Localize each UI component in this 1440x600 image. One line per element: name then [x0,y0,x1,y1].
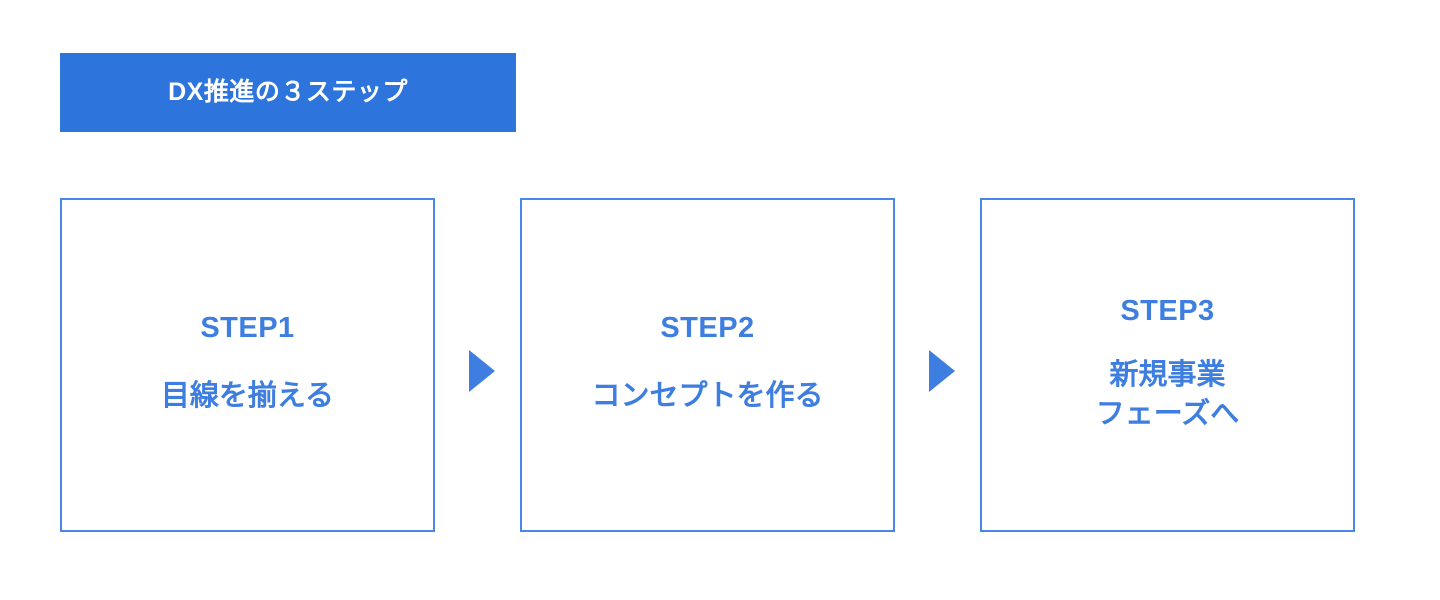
steps-diagram: STEP1 目線を揃える STEP2 コンセプトを作る STEP3 新規事業 フ… [60,198,1356,532]
step-label-2: STEP2 [660,312,755,345]
triangle-right-icon [929,350,955,392]
step-card-2: STEP2 コンセプトを作る [520,198,895,532]
step-card-3: STEP3 新規事業 フェーズへ [980,198,1355,532]
triangle-right-icon [469,350,495,392]
header-banner: DX推進の３ステップ [60,53,516,132]
step-description-1: 目線を揃える [160,380,335,413]
step-description-3: 新規事業 フェーズへ [1095,359,1240,430]
banner-title: DX推進の３ステップ [168,78,408,106]
step-description-2: コンセプトを作る [591,380,824,413]
step-label-1: STEP1 [200,312,295,345]
step-card-1: STEP1 目線を揃える [60,198,435,532]
step-label-3: STEP3 [1120,295,1215,328]
